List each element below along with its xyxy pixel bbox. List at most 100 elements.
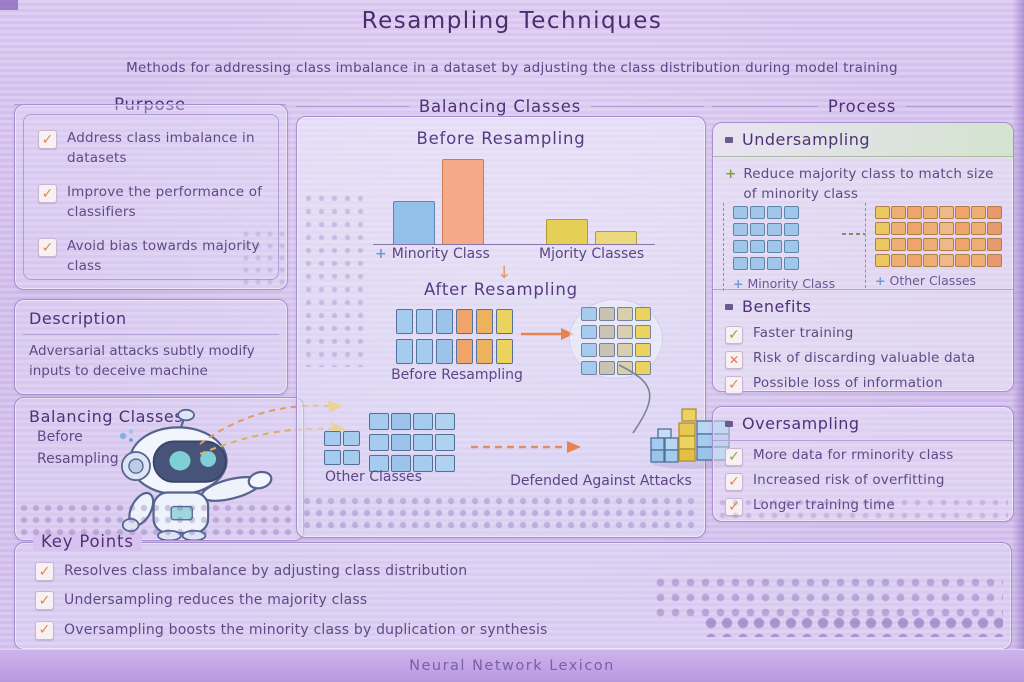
other-classes-blocks-small — [324, 431, 360, 465]
minority-class-text: Minority Class — [391, 246, 490, 262]
block-cell — [733, 240, 748, 253]
minority-grid — [733, 206, 835, 270]
block-cell — [939, 254, 954, 267]
caption-line2: Resampling — [37, 450, 119, 467]
block-cell — [581, 307, 597, 321]
key-point-label: Undersampling reduces the majority class — [64, 592, 368, 609]
block-cell — [599, 361, 615, 375]
checkbox-icon — [725, 376, 743, 394]
minority-class-label: + Minority Class — [375, 246, 490, 262]
undersampling-heading: Undersampling — [713, 123, 1013, 157]
undersampling-heading-label: Undersampling — [742, 130, 870, 149]
block-cell — [599, 325, 615, 339]
caption-line1: Before — [37, 429, 83, 445]
benefits-heading: Benefits — [713, 290, 1013, 323]
resampled-cluster-blocks — [581, 307, 651, 375]
other-grid-text: Other Classes — [889, 273, 977, 288]
oversampling-label: Increased risk of overfitting — [753, 472, 945, 488]
block-cell — [733, 257, 748, 270]
after-resampling-blocks — [396, 309, 513, 364]
block-cell — [635, 325, 651, 339]
block-cell — [987, 206, 1002, 219]
minority-grid-text: Minority Class — [747, 276, 836, 291]
defended-against-attacks-label: Defended Against Attacks — [510, 473, 692, 489]
block-cell — [971, 222, 986, 235]
benefit-label: Faster training — [753, 325, 854, 341]
key-point-item: Resolves class imbalance by adjusting cl… — [35, 561, 1011, 581]
block-cell — [496, 309, 513, 334]
key-points-panel: Key Points Resolves class imbalance by a… — [14, 532, 1012, 650]
block-cell — [891, 222, 906, 235]
purpose-checklist: Address class imbalance in datasets Impr… — [23, 114, 279, 280]
balancing-classes-center-panel: Before Resampling + Minority Class Mjori… — [296, 116, 736, 538]
other-classes-label: Other Classes — [325, 469, 422, 485]
block-cell — [971, 238, 986, 251]
block-cell — [907, 238, 922, 251]
block-cell — [435, 413, 455, 430]
purpose-item: Address class imbalance in datasets — [38, 129, 268, 168]
plus-icon: + — [875, 273, 886, 288]
other-group: + Other Classes — [865, 203, 1005, 288]
block-cell — [581, 343, 597, 357]
block-cell — [875, 254, 890, 267]
block-cell — [907, 222, 922, 235]
purpose-item-label: Address class imbalance in datasets — [67, 130, 255, 166]
checkbox-icon — [38, 184, 57, 204]
block-cell — [750, 257, 765, 270]
minority-group: + Minority Class — [723, 203, 840, 291]
oversampling-heading-label: Oversampling — [742, 414, 860, 433]
block-cell — [413, 455, 433, 472]
oversampling-item: Longer training time — [725, 497, 1001, 516]
block-cell — [635, 343, 651, 357]
block-cell — [923, 206, 938, 219]
dashed-arrow-icon — [842, 233, 865, 235]
block-cell — [343, 431, 360, 446]
key-points-heading: Key Points — [33, 532, 142, 551]
benefit-item: Possible loss of information — [725, 375, 1001, 394]
block-cell — [784, 240, 799, 253]
block-cell — [391, 413, 411, 430]
block-cell — [891, 254, 906, 267]
footer-bar: Neural Network Lexicon — [0, 649, 1024, 682]
before-resampling-title: Before Resampling — [416, 129, 586, 148]
majority-classes-label: Mjority Classes — [539, 246, 645, 262]
block-cell — [767, 240, 782, 253]
oversampling-label: More data for rminority class — [753, 447, 954, 463]
robot-mascot-illustration — [121, 408, 273, 540]
description-heading: Description — [29, 309, 127, 328]
block-cell — [939, 222, 954, 235]
minority-grid-label: + Minority Class — [733, 276, 835, 291]
footer-text: Neural Network Lexicon — [409, 658, 615, 674]
block-cell — [939, 206, 954, 219]
purpose-item: Improve the performance of classifiers — [38, 183, 268, 222]
plus-icon: + — [375, 246, 387, 262]
halftone-dots — [301, 495, 697, 533]
benefits-heading-label: Benefits — [742, 297, 812, 316]
block-cell — [436, 309, 453, 334]
block-cell — [891, 206, 906, 219]
block-cell — [413, 434, 433, 451]
before-resampling-label: Before Resampling — [391, 367, 523, 383]
block-cell — [599, 343, 615, 357]
block-cell — [599, 307, 615, 321]
oversampling-item: Increased risk of overfitting — [725, 472, 1001, 491]
page-title: Resampling Techniques — [361, 8, 663, 34]
block-cell — [581, 325, 597, 339]
square-bullet-icon — [725, 420, 733, 427]
checkbox-icon — [725, 448, 743, 466]
block-cell — [396, 339, 413, 364]
block-cell — [750, 206, 765, 219]
block-cell — [955, 222, 970, 235]
block-cell — [955, 238, 970, 251]
block-cell — [955, 254, 970, 267]
block-cell — [617, 343, 633, 357]
block-cell — [391, 455, 411, 472]
block-cell — [923, 238, 938, 251]
block-cell — [391, 434, 411, 451]
block-cell — [784, 223, 799, 236]
block-cell — [369, 455, 389, 472]
splash-icon — [119, 429, 134, 442]
block-cell — [784, 257, 799, 270]
key-point-item: Oversampling boosts the minority class b… — [35, 620, 1011, 640]
purpose-item-label: Avoid bias towards majority class — [67, 238, 260, 274]
